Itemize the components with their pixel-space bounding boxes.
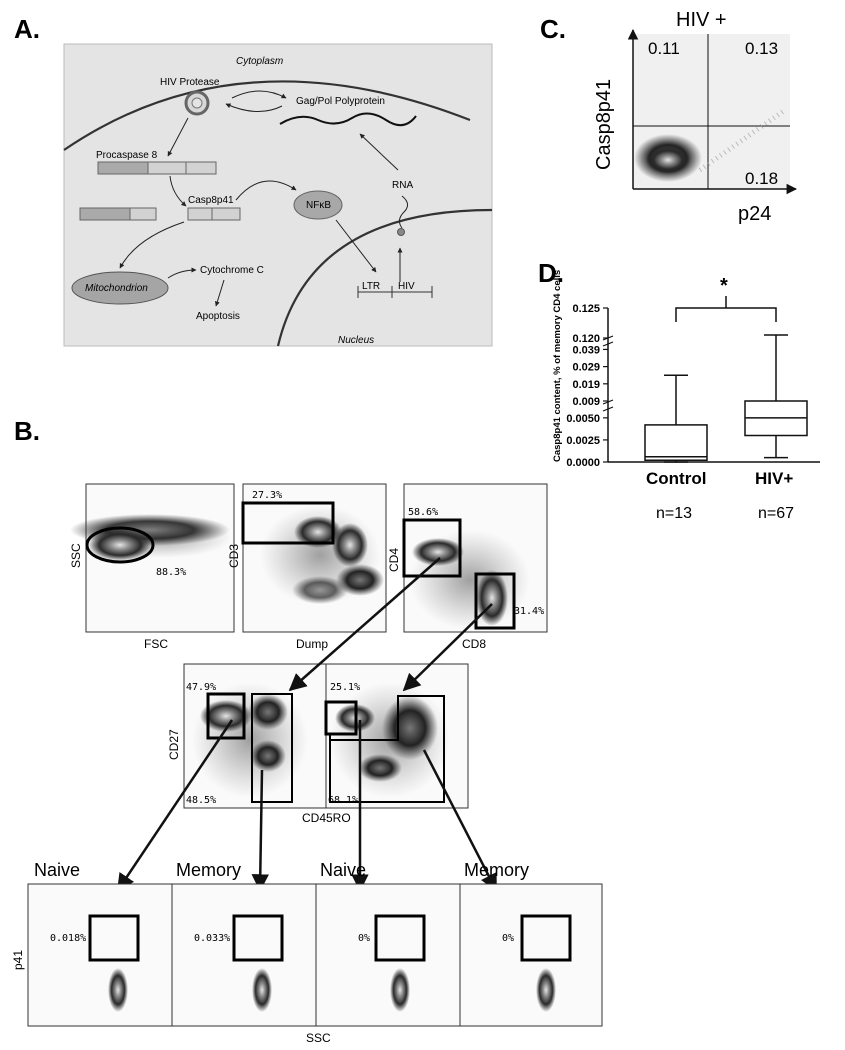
box-hiv	[744, 334, 808, 459]
gate-pct: 0.033%	[194, 933, 230, 944]
mitochondrion-label: Mitochondrion	[85, 283, 148, 294]
y-tick-label: 0.120	[572, 333, 600, 345]
axis-label: CD27	[167, 729, 181, 760]
gating-arrows	[116, 557, 498, 892]
y-tick-label: 0.039	[572, 344, 600, 356]
count-label: n=13	[656, 505, 692, 522]
column-title: Naive	[320, 860, 366, 880]
box-control	[644, 374, 708, 463]
panel-b-letter: B.	[14, 416, 40, 446]
polyprotein-strand	[279, 112, 417, 127]
panel-c-title: HIV +	[676, 9, 727, 31]
y-tick-label: 0.0000	[566, 457, 600, 469]
column-title: Memory	[176, 860, 241, 880]
axis-label: CD4	[387, 548, 401, 572]
panel-d-chart: Casp8p41 content, % of memory CD4 cells …	[552, 270, 820, 522]
gate-pct: 48.5%	[186, 795, 216, 806]
rna-label: RNA	[392, 180, 413, 191]
panel-c-q-ul: 0.11	[648, 39, 680, 58]
axis-label: Dump	[296, 637, 328, 651]
y-tick-label: 0.009	[572, 396, 600, 408]
panel-c-q-ur: 0.13	[745, 39, 778, 58]
count-label: n=67	[758, 505, 794, 522]
panel-d-letter: D.	[538, 258, 564, 288]
panel-c-plot: HIV + 0.11 0.13 0.18 Casp8p41 p24	[593, 9, 798, 225]
signaling-diagram: Cytoplasm Nucleus HIV Protease Gag/Pol P…	[63, 43, 493, 347]
axis-label: SSC	[306, 1031, 331, 1045]
iqr-box	[644, 424, 708, 461]
panel-d-ylabel: Casp8p41 content, % of memory CD4 cells	[552, 270, 563, 462]
facs-plot-dump-cd3: 27.3% CD3 Dump	[227, 483, 387, 651]
casp8p41-label: Casp8p41	[188, 195, 234, 206]
facs-row-p41-ssc: Naive Memory Naive Memory 0.018% 0.033% …	[11, 860, 603, 1045]
gate-pct: 58.6%	[408, 507, 438, 518]
axis-label: CD45RO	[302, 811, 351, 825]
gate-pct: 25.1%	[330, 682, 360, 693]
y-tick-label: 0.019	[572, 379, 600, 391]
hiv-gene-label: HIV	[398, 281, 415, 292]
significance-star: *	[720, 275, 728, 297]
hiv-protease-label: HIV Protease	[160, 77, 220, 88]
panel-c-letter: C.	[540, 14, 566, 44]
column-title: Naive	[34, 860, 80, 880]
ltr-label: LTR	[362, 281, 380, 292]
gate-pct: 0.018%	[50, 933, 86, 944]
facs-plot-cd8-cd4: 58.6% 31.4% CD4 CD8	[387, 483, 548, 651]
axis-label: CD8	[462, 637, 486, 651]
category-label: HIV+	[755, 469, 793, 488]
gate-pct: 47.9%	[186, 682, 216, 693]
gate-pct: 0%	[502, 933, 514, 944]
category-label: Control	[646, 469, 706, 488]
gate-pct: 27.3%	[252, 490, 282, 501]
procaspase-label: Procaspase 8	[96, 150, 158, 161]
nfkb-label: NFκB	[306, 200, 331, 211]
axis-label: CD3	[227, 544, 241, 568]
mitochondrion-icon	[71, 271, 169, 305]
panel-c-ylabel: Casp8p41	[593, 79, 615, 170]
axis-break-mark	[602, 399, 614, 412]
gate-pct: 68.1%	[328, 795, 358, 806]
cell-membrane	[63, 80, 471, 151]
y-tick-label: 0.125	[572, 303, 600, 315]
gate-pct: 31.4%	[514, 606, 544, 617]
gate-pct: 0%	[358, 933, 370, 944]
panel-c-xlabel: p24	[738, 203, 771, 225]
y-tick-label: 0.0025	[566, 435, 600, 447]
nucleus-label: Nucleus	[338, 335, 374, 346]
panel-c-q-lr: 0.18	[745, 169, 778, 188]
apoptosis-label: Apoptosis	[196, 311, 240, 322]
cytochrome-label: Cytochrome C	[200, 265, 264, 276]
facs-plot-fsc-ssc: 88.3% SSC FSC	[69, 483, 235, 651]
gate-pct: 88.3%	[156, 567, 186, 578]
column-title: Memory	[464, 860, 529, 880]
significance-bracket	[675, 307, 777, 322]
y-tick-label: 0.029	[572, 362, 600, 374]
nfkb-icon	[293, 190, 343, 220]
panel-a-letter: A.	[14, 14, 40, 44]
nuclear-membrane	[276, 208, 493, 347]
axis-label: p41	[11, 950, 25, 970]
axis-label: FSC	[144, 637, 168, 651]
facs-plot-cd45ro-cd27: 47.9% 48.5% 25.1% 68.1% CD27 CD45RO	[167, 663, 469, 825]
gagpol-label: Gag/Pol Polyprotein	[296, 96, 385, 107]
axis-label: SSC	[69, 543, 83, 568]
cytoplasm-label: Cytoplasm	[236, 56, 283, 67]
y-tick-label: 0.0050	[566, 413, 600, 425]
